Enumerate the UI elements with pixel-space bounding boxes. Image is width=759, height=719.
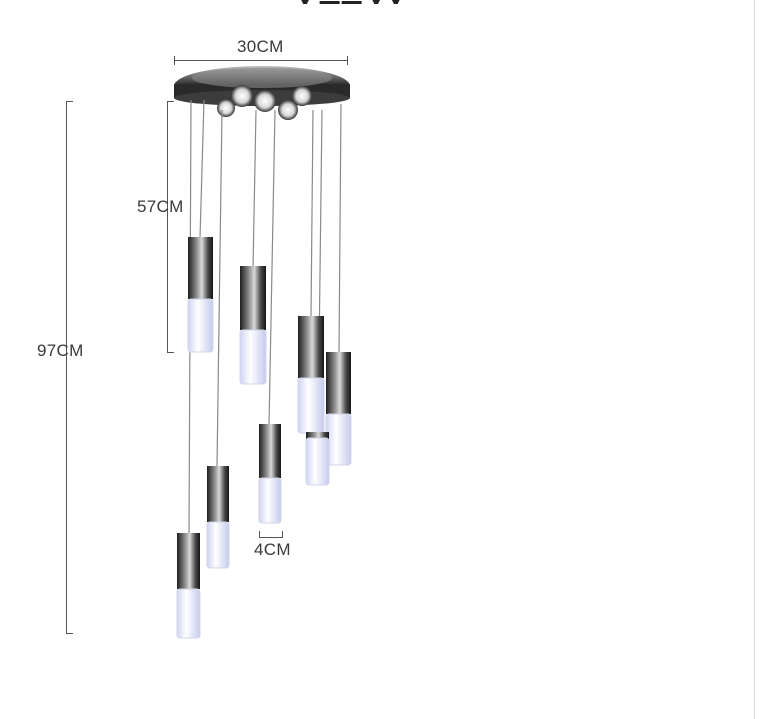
ceiling-canopy [174, 66, 350, 120]
pendant-tube [176, 533, 201, 639]
tube-width-dimension-label: 4CM [254, 540, 291, 559]
pendant-tube [325, 352, 352, 466]
page-edge-divider [754, 0, 755, 719]
width-dimension-tick-left [174, 56, 175, 65]
canopy-bulb-icon [231, 85, 253, 107]
tube-width-tick-right [282, 531, 283, 538]
total-drop-dimension-label: 97CM [37, 341, 84, 360]
cropped-heading-fragment: ▾ ▬▬ ▾ ▾ [300, 0, 450, 4]
tube-width-dimension-line [259, 537, 283, 538]
total-drop-tick-top [66, 101, 73, 102]
pendant-tube [206, 466, 230, 569]
pendant-tube [239, 266, 267, 385]
total-drop-dimension-line [66, 101, 67, 634]
total-drop-tick-bottom [66, 633, 73, 634]
short-drop-tick-top [167, 101, 174, 102]
short-drop-dimension-line [167, 101, 168, 353]
pendant-tube [305, 432, 330, 486]
pendant-tube [187, 237, 214, 353]
tube-width-tick-left [259, 531, 260, 538]
pendant-tube [297, 316, 325, 434]
short-drop-tick-bottom [167, 352, 174, 353]
pendant-tube [258, 424, 282, 524]
width-dimension-tick-right [347, 56, 348, 65]
short-drop-dimension-label: 57CM [137, 197, 184, 216]
width-dimension-line [174, 60, 348, 61]
canopy-bulb-icon [217, 99, 235, 117]
canopy-bulb-icon [278, 100, 298, 120]
width-dimension-label: 30CM [237, 37, 284, 56]
canopy-bulb-icon [254, 90, 276, 112]
canopy-bulb-icon [292, 86, 312, 106]
